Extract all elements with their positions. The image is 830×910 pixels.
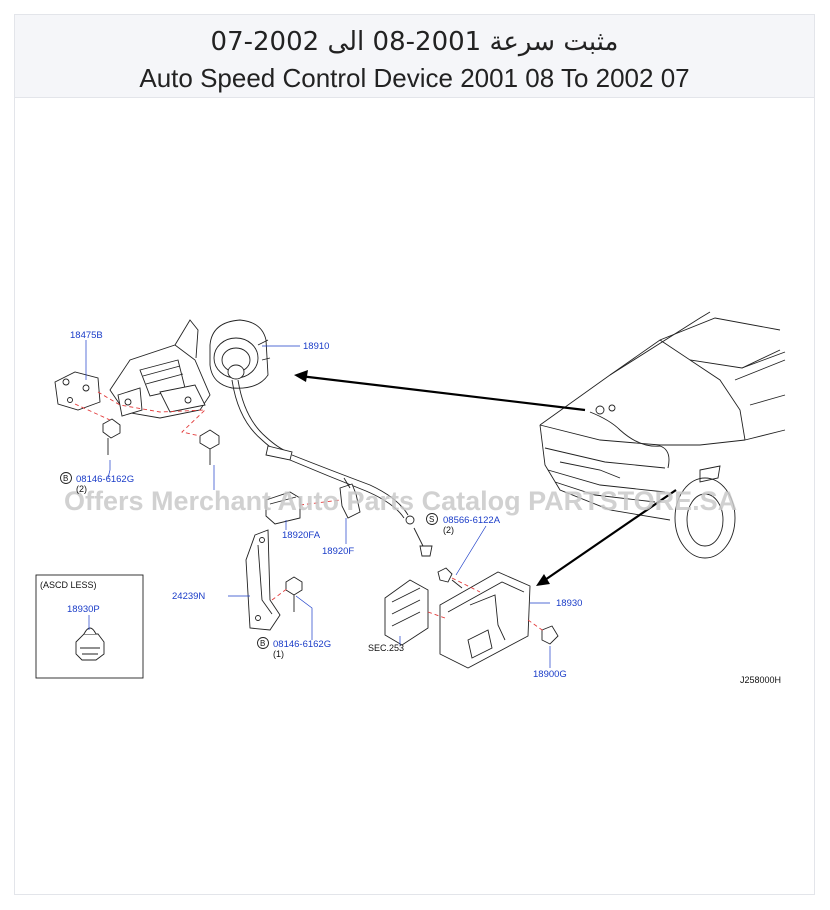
diagram-frame: مثبت سرعة 2001-08 الى 2002-07 Auto Speed… <box>14 14 815 895</box>
page-title-arabic: مثبت سرعة 2001-08 الى 2002-07 <box>210 27 619 57</box>
diagram-code: J258000H <box>740 675 781 685</box>
part-link-18920FA[interactable]: 18920FA <box>282 530 321 541</box>
bolt-type-b-marker <box>60 472 72 484</box>
page-title-english: Auto Speed Control Device 2001 08 To 200… <box>139 63 690 93</box>
section-reference: SEC.253 <box>368 643 404 653</box>
part-link-18475B[interactable]: 18475B <box>70 330 103 341</box>
ascd-control-unit <box>384 567 559 669</box>
part-link-18910[interactable]: 18910 <box>303 341 329 352</box>
qty-label: (1) <box>273 649 284 659</box>
watermark-text: Offers Merchant Auto Parts Catalog PARTS… <box>64 486 737 516</box>
part-link-08146-6162G[interactable]: 08146-6162G <box>76 474 134 485</box>
mounting-bracket <box>245 529 303 631</box>
b-marker-label: B <box>63 474 68 483</box>
reference-arrows <box>294 370 677 586</box>
part-link-08566-6122A[interactable]: 08566-6122A <box>443 515 501 526</box>
screw-type-s-marker <box>426 513 438 525</box>
qty-label: (2) <box>443 525 454 535</box>
leader-lines <box>85 340 551 668</box>
part-link-18920F[interactable]: 18920F <box>322 546 354 557</box>
part-link-18900G[interactable]: 18900G <box>533 669 567 680</box>
b-marker-label: B <box>260 639 265 648</box>
part-link-18930P[interactable]: 18930P <box>67 604 100 615</box>
s-marker-label: S <box>429 515 434 524</box>
bolt-type-b-marker <box>257 637 269 649</box>
qty-label: (2) <box>76 484 87 494</box>
part-link-08146-6162G[interactable]: 08146-6162G <box>273 639 331 650</box>
part-link-18930[interactable]: 18930 <box>556 598 582 609</box>
part-link-24239N[interactable]: 24239N <box>172 591 205 602</box>
ascd-less-label: (ASCD LESS) <box>40 580 97 590</box>
page-header: مثبت سرعة 2001-08 الى 2002-07 Auto Speed… <box>15 15 814 98</box>
ascd-less-inset <box>35 574 144 679</box>
vehicle-illustration <box>539 311 786 559</box>
speed-control-actuator <box>54 319 433 557</box>
cable-clips <box>265 477 361 525</box>
